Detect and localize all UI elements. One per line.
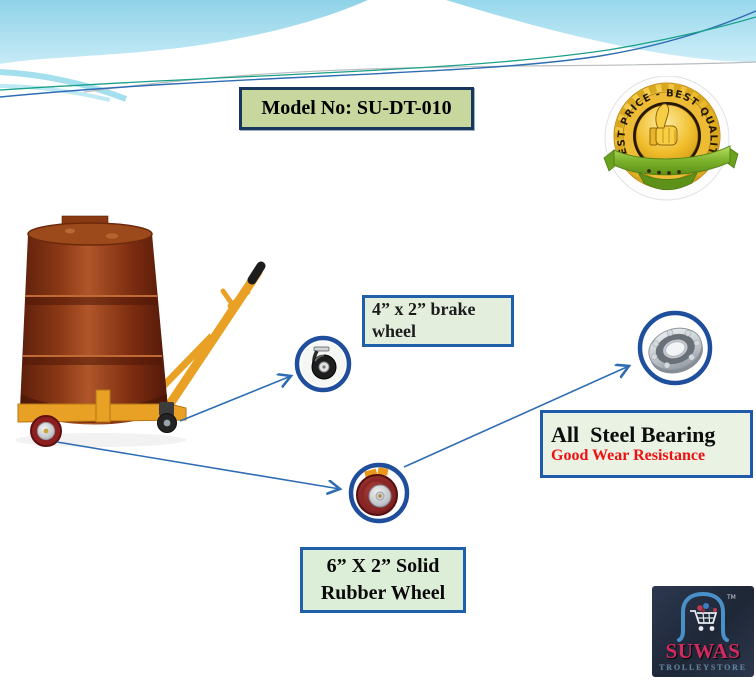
arch-shape (677, 591, 729, 642)
header-wave-decoration (0, 0, 756, 102)
accent-line-blue (0, 10, 756, 98)
cart-items-dots (697, 603, 717, 613)
rubber-wheel-photo-content (356, 467, 398, 516)
product-image-drum-trolley (16, 215, 266, 447)
caster-photo-content (311, 346, 337, 380)
badge-ribbon (603, 145, 739, 191)
bearing-title: All Steel Bearing (551, 422, 716, 448)
wave-left-shape (0, 0, 368, 64)
rubber-wheel-label-box: 6” X 2” Solid Rubber Wheel (300, 547, 466, 613)
rubber-wheel-line1: 6” X 2” Solid (326, 555, 440, 577)
drum-rib-1 (25, 296, 157, 305)
brake-wheel-label-box: 4” x 2” brake wheel (362, 295, 514, 347)
wave-right-shape (446, 0, 756, 62)
model-number-box: Model No: SU-DT-010 (239, 87, 474, 130)
accent-line-green (0, 16, 756, 91)
cart-arch-icon: TM (677, 591, 736, 642)
drum-rib-2 (23, 356, 162, 365)
caster-bracket (159, 402, 174, 416)
rubber-wheel-photo (348, 462, 410, 524)
brake-wheel-photo (294, 335, 352, 393)
suwas-logo: TM SUWAS TROLLEYSTORE (652, 586, 754, 677)
bearing-photo-content (648, 327, 703, 374)
drum-top (27, 222, 153, 246)
logo-brand-text: SUWAS (665, 639, 741, 663)
best-price-quality-badge: BEST PRICE - BEST QUALITY (600, 76, 739, 201)
brake-wheel-label: 4” x 2” brake wheel (372, 299, 476, 341)
handle-grip (247, 261, 266, 285)
bearing-subtitle: Good Wear Resistance (551, 447, 706, 465)
wave-echo-curve-1 (0, 69, 128, 102)
logo-subtitle-text: TROLLEYSTORE (659, 663, 747, 672)
rubber-wheel-line2: Rubber Wheel (320, 582, 446, 604)
shopping-cart-icon (690, 610, 718, 631)
wave-echo-curve-2 (0, 84, 111, 102)
trolley-strap (95, 389, 111, 423)
trademark-text: TM (726, 594, 736, 601)
bearing-label-box: All Steel Bearing Good Wear Resistance (540, 410, 753, 478)
trolley-hook (220, 288, 251, 309)
model-number-label: Model No: SU-DT-010 (261, 97, 452, 119)
drum-body (20, 234, 168, 425)
bearing-photo (637, 310, 713, 386)
thumbs-up-icon (649, 103, 678, 146)
